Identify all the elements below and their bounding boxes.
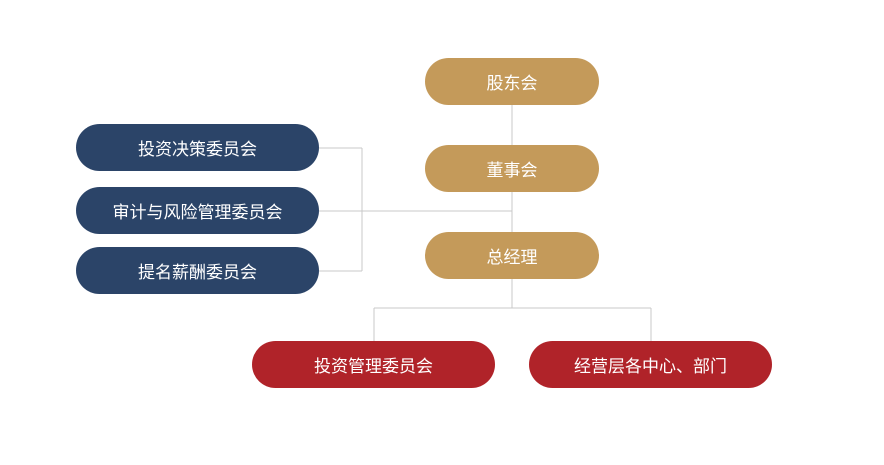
- board-node: 董事会: [425, 145, 599, 192]
- shareholders-label: 股东会: [486, 74, 538, 94]
- investment-decision-committee-node: 投资决策委员会: [76, 124, 319, 171]
- investment-management-committee-label: 投资管理委员会: [314, 357, 433, 377]
- audit-risk-committee-label: 审计与风险管理委员会: [112, 203, 283, 223]
- general-manager-label: 总经理: [486, 248, 538, 268]
- general-manager-node: 总经理: [425, 232, 599, 279]
- operations-centers-node: 经营层各中心、部门: [529, 341, 772, 388]
- investment-management-committee-node: 投资管理委员会: [252, 341, 495, 388]
- nomination-compensation-committee-label: 提名薪酬委员会: [138, 263, 257, 283]
- nomination-compensation-committee-node: 提名薪酬委员会: [76, 247, 319, 294]
- audit-risk-committee-node: 审计与风险管理委员会: [76, 187, 319, 234]
- investment-decision-committee-label: 投资决策委员会: [138, 140, 257, 160]
- board-label: 董事会: [486, 161, 538, 181]
- operations-centers-label: 经营层各中心、部门: [574, 357, 727, 377]
- shareholders-node: 股东会: [425, 58, 599, 105]
